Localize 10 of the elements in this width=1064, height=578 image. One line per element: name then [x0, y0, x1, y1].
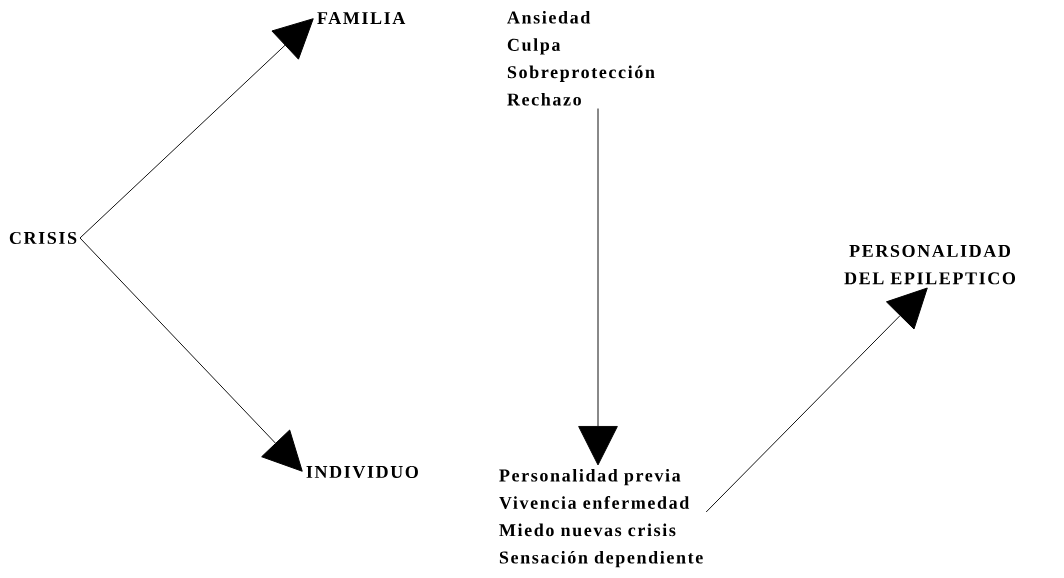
term-list: Personalidad previa Vivencia enfermedad Miedo nuevas crisis Sensación dependiente: [499, 468, 703, 568]
arrow: [79, 237, 303, 472]
arrow: [578, 108, 618, 466]
node-label: INDIVIDUO: [306, 465, 418, 479]
node-label: PERSONALIDAD DEL EPILEPTICO: [844, 244, 1016, 285]
arrow: [705, 287, 928, 513]
node-label: FAMILIA: [317, 12, 406, 24]
term-list: Ansiedad Culpa Sobreprotección Rechazo: [507, 10, 655, 106]
arrow: [79, 18, 314, 239]
node-label: CRISIS: [9, 231, 77, 245]
